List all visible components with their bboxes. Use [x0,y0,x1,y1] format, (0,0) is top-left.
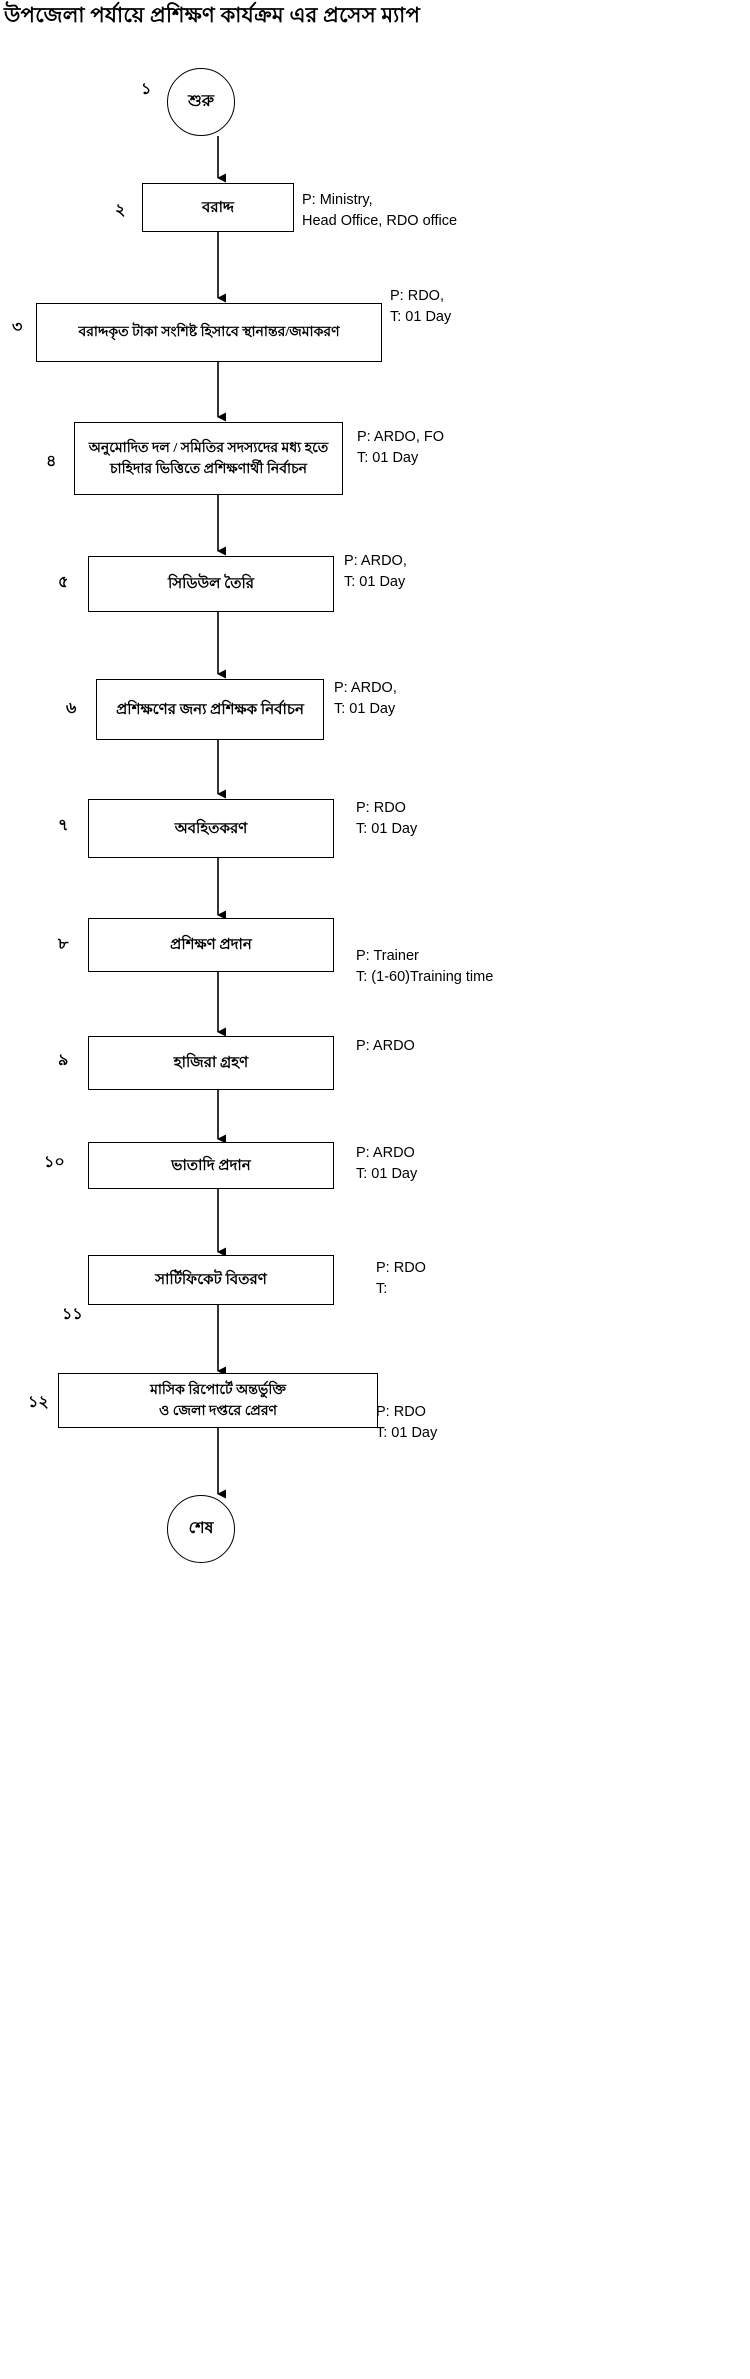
end-terminator-label: শেষ [188,1520,214,1537]
process-box-6-label: প্রশিক্ষণের জন্য প্রশিক্ষক নির্বাচন [116,701,304,718]
annotation-6: P: ARDO, T: 01 Day [334,680,397,717]
step-number-3: ৩ [12,319,23,336]
annotation-9: P: ARDO [356,1038,415,1054]
process-box-10-label: ভাতাদি প্রদান [171,1157,251,1174]
annotation-11: P: RDO T: [376,1260,426,1297]
annotation-7: P: RDO T: 01 Day [356,800,418,837]
step-number-10: ১০ [44,1154,65,1171]
step-number-2: ২ [115,202,126,219]
process-box-4-label: অনুমোদিত দল / সমিতির সদস্যদের মধ্য হতে চ… [88,440,329,477]
annotation-8: P: Trainer T: (1-60)Training time [356,948,494,985]
process-box-12[interactable]: মাসিক রিপোর্টে অন্তর্ভুক্তি ও জেলা দপ্তর… [58,1373,378,1428]
step-number-1: ১ [141,81,152,98]
process-box-2-label: বরাদ্দ [201,199,235,216]
step-number-11: ১১ [62,1306,83,1323]
end-terminator[interactable]: শেষ [167,1495,235,1563]
process-box-3[interactable]: বরাদ্দকৃত টাকা সংশিষ্ট হিসাবে স্থানান্তর… [36,303,382,362]
process-box-12-label: মাসিক রিপোর্টে অন্তর্ভুক্তি ও জেলা দপ্তর… [150,1382,286,1419]
process-box-4[interactable]: অনুমোদিত দল / সমিতির সদস্যদের মধ্য হতে চ… [74,422,343,495]
process-box-9[interactable]: হাজিরা গ্রহণ [88,1036,334,1090]
annotation-4: P: ARDO, FO T: 01 Day [357,429,445,466]
process-box-9-label: হাজিরা গ্রহণ [173,1055,249,1071]
process-box-2[interactable]: বরাদ্দ [142,183,294,232]
step-number-12: ১২ [28,1394,49,1411]
process-box-7-label: অবহিতকরণ [174,820,248,837]
annotation-2: P: Ministry, Head Office, RDO office [302,192,458,229]
step-number-6: ৬ [66,700,77,717]
process-box-8-label: প্রশিক্ষণ প্রদান [170,937,252,953]
step-number-8: ৮ [58,936,69,953]
step-number-7: ৭ [58,817,69,834]
step-number-4: ৪ [46,453,57,470]
start-terminator-label: শুরু [187,93,215,110]
process-box-7[interactable]: অবহিতকরণ [88,799,334,858]
annotation-12: P: RDO T: 01 Day [376,1404,438,1441]
annotation-10: P: ARDO T: 01 Day [356,1145,418,1182]
process-box-3-label: বরাদ্দকৃত টাকা সংশিষ্ট হিসাবে স্থানান্তর… [78,325,340,340]
annotation-5: P: ARDO, T: 01 Day [344,553,407,590]
step-number-5: ৫ [58,574,69,591]
process-box-6[interactable]: প্রশিক্ষণের জন্য প্রশিক্ষক নির্বাচন [96,679,324,740]
process-box-11-label: সার্টিফিকেট বিতরণ [155,1272,267,1288]
step-number-9: ৯ [58,1052,69,1069]
annotation-3: P: RDO, T: 01 Day [390,288,452,325]
start-terminator[interactable]: শুরু [167,68,235,136]
process-box-8[interactable]: প্রশিক্ষণ প্রদান [88,918,334,972]
process-box-5-label: সিডিউল তৈরি [167,576,254,592]
chart-title-text: উপজেলা পর্যায়ে প্রশিক্ষণ কার্যক্রম এর প… [4,3,421,27]
process-box-11[interactable]: সার্টিফিকেট বিতরণ [88,1255,334,1305]
process-box-5[interactable]: সিডিউল তৈরি [88,556,334,612]
process-box-10[interactable]: ভাতাদি প্রদান [88,1142,334,1189]
